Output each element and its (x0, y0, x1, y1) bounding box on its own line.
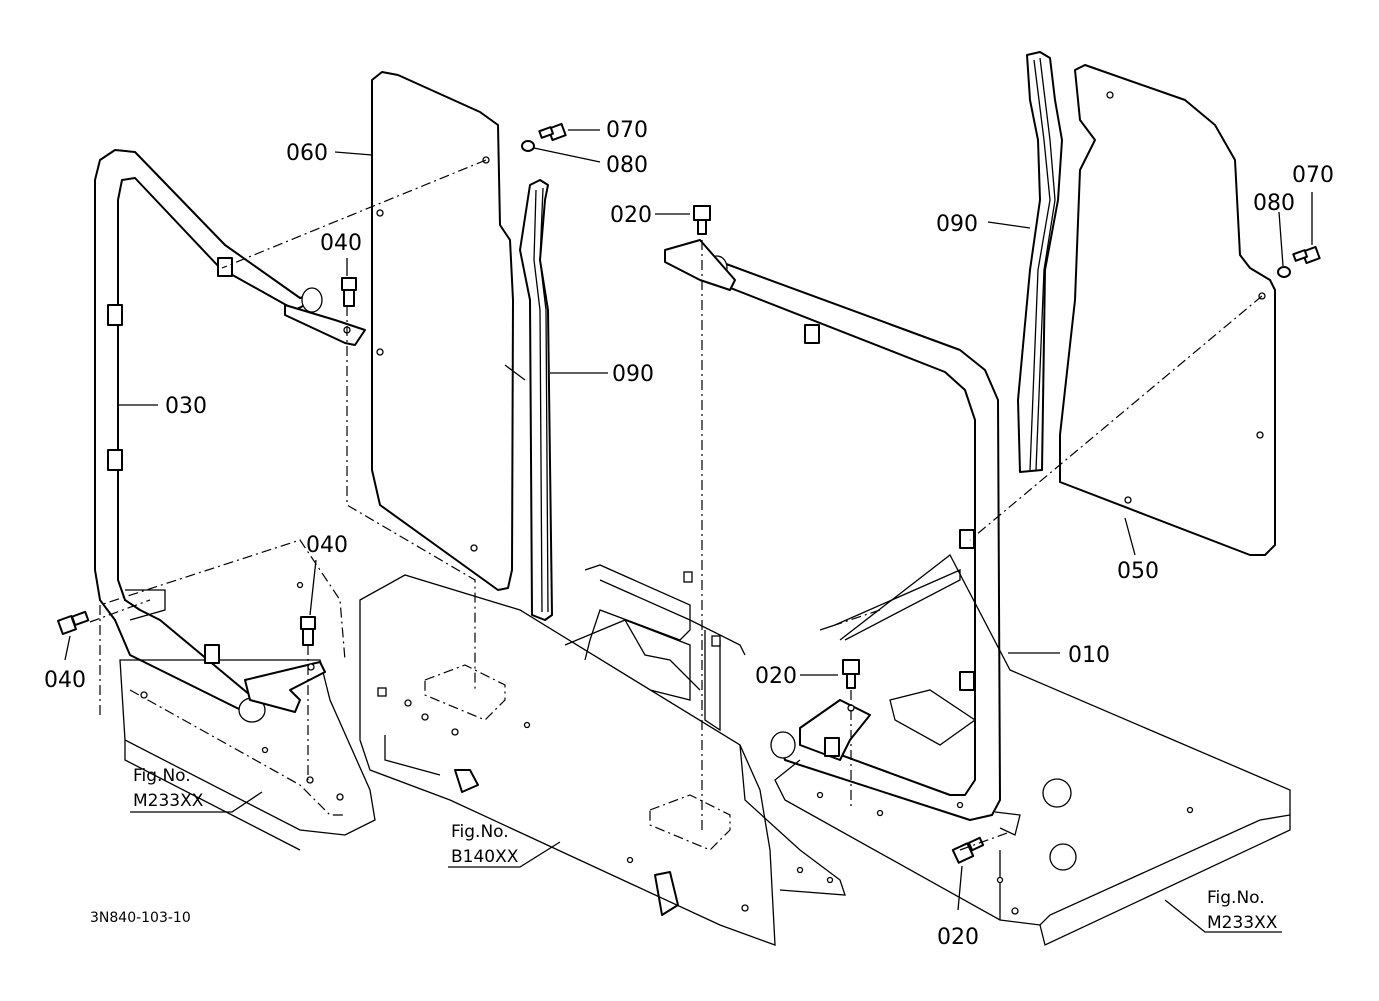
bolt-070-left (538, 122, 567, 142)
callout-040-mid: 040 (306, 533, 348, 558)
callout-020-low: 020 (937, 925, 979, 950)
assembly-lines (89, 159, 1263, 851)
leader-lines (64, 129, 1313, 933)
callout-060: 060 (286, 141, 328, 166)
washer-080-right (1277, 266, 1291, 278)
callout-090-right: 090 (936, 212, 978, 237)
figure-ref-left: Fig.No. M233XX (133, 766, 204, 811)
panel-050 (1059, 64, 1276, 556)
callout-020-mid: 020 (755, 664, 797, 689)
center-frame-panel (359, 564, 846, 946)
callouts: 010 020 020 020 030 040 040 040 050 060 … (44, 118, 1334, 950)
bolt-070-right (1292, 245, 1321, 265)
callout-080-right: 080 (1253, 191, 1295, 216)
figure-ref-left-line1: Fig.No. (133, 766, 191, 786)
figure-ref-left-line2: M233XX (133, 791, 204, 811)
drawing-code: 3N840-103-10 (90, 910, 191, 926)
callout-020-top: 020 (610, 203, 652, 228)
seal-090-right (1017, 51, 1063, 473)
figure-ref-center-line1: Fig.No. (451, 822, 509, 842)
bolt-040-top (341, 277, 357, 307)
frame-030 (94, 149, 366, 723)
callout-070-left: 070 (606, 118, 648, 143)
figure-ref-center: Fig.No. B140XX (451, 822, 519, 867)
callout-050: 050 (1117, 559, 1159, 584)
callout-030: 030 (165, 394, 207, 419)
frame-010 (664, 239, 1021, 836)
callout-090-left: 090 (612, 362, 654, 387)
callout-080-left: 080 (606, 153, 648, 178)
bolt-040-mid (300, 616, 316, 646)
callout-070-right: 070 (1292, 163, 1334, 188)
bolt-040-left (57, 610, 90, 635)
figure-ref-right-line2: M233XX (1207, 913, 1278, 933)
figure-ref-right-line1: Fig.No. (1207, 888, 1265, 908)
left-floor-plate (99, 539, 376, 851)
panel-060 (371, 71, 526, 591)
figure-ref-center-line2: B140XX (451, 847, 519, 867)
callout-040-top: 040 (320, 231, 362, 256)
bolt-020-mid (842, 659, 860, 689)
bolt-020-top (693, 205, 711, 235)
right-floor-plate (774, 554, 1291, 946)
callout-010: 010 (1068, 643, 1110, 668)
seal-090-left (519, 179, 553, 621)
figure-ref-right: Fig.No. M233XX (1207, 888, 1278, 933)
bolt-020-low (951, 836, 985, 864)
callout-040-left: 040 (44, 668, 86, 693)
washer-080-left (521, 140, 535, 152)
